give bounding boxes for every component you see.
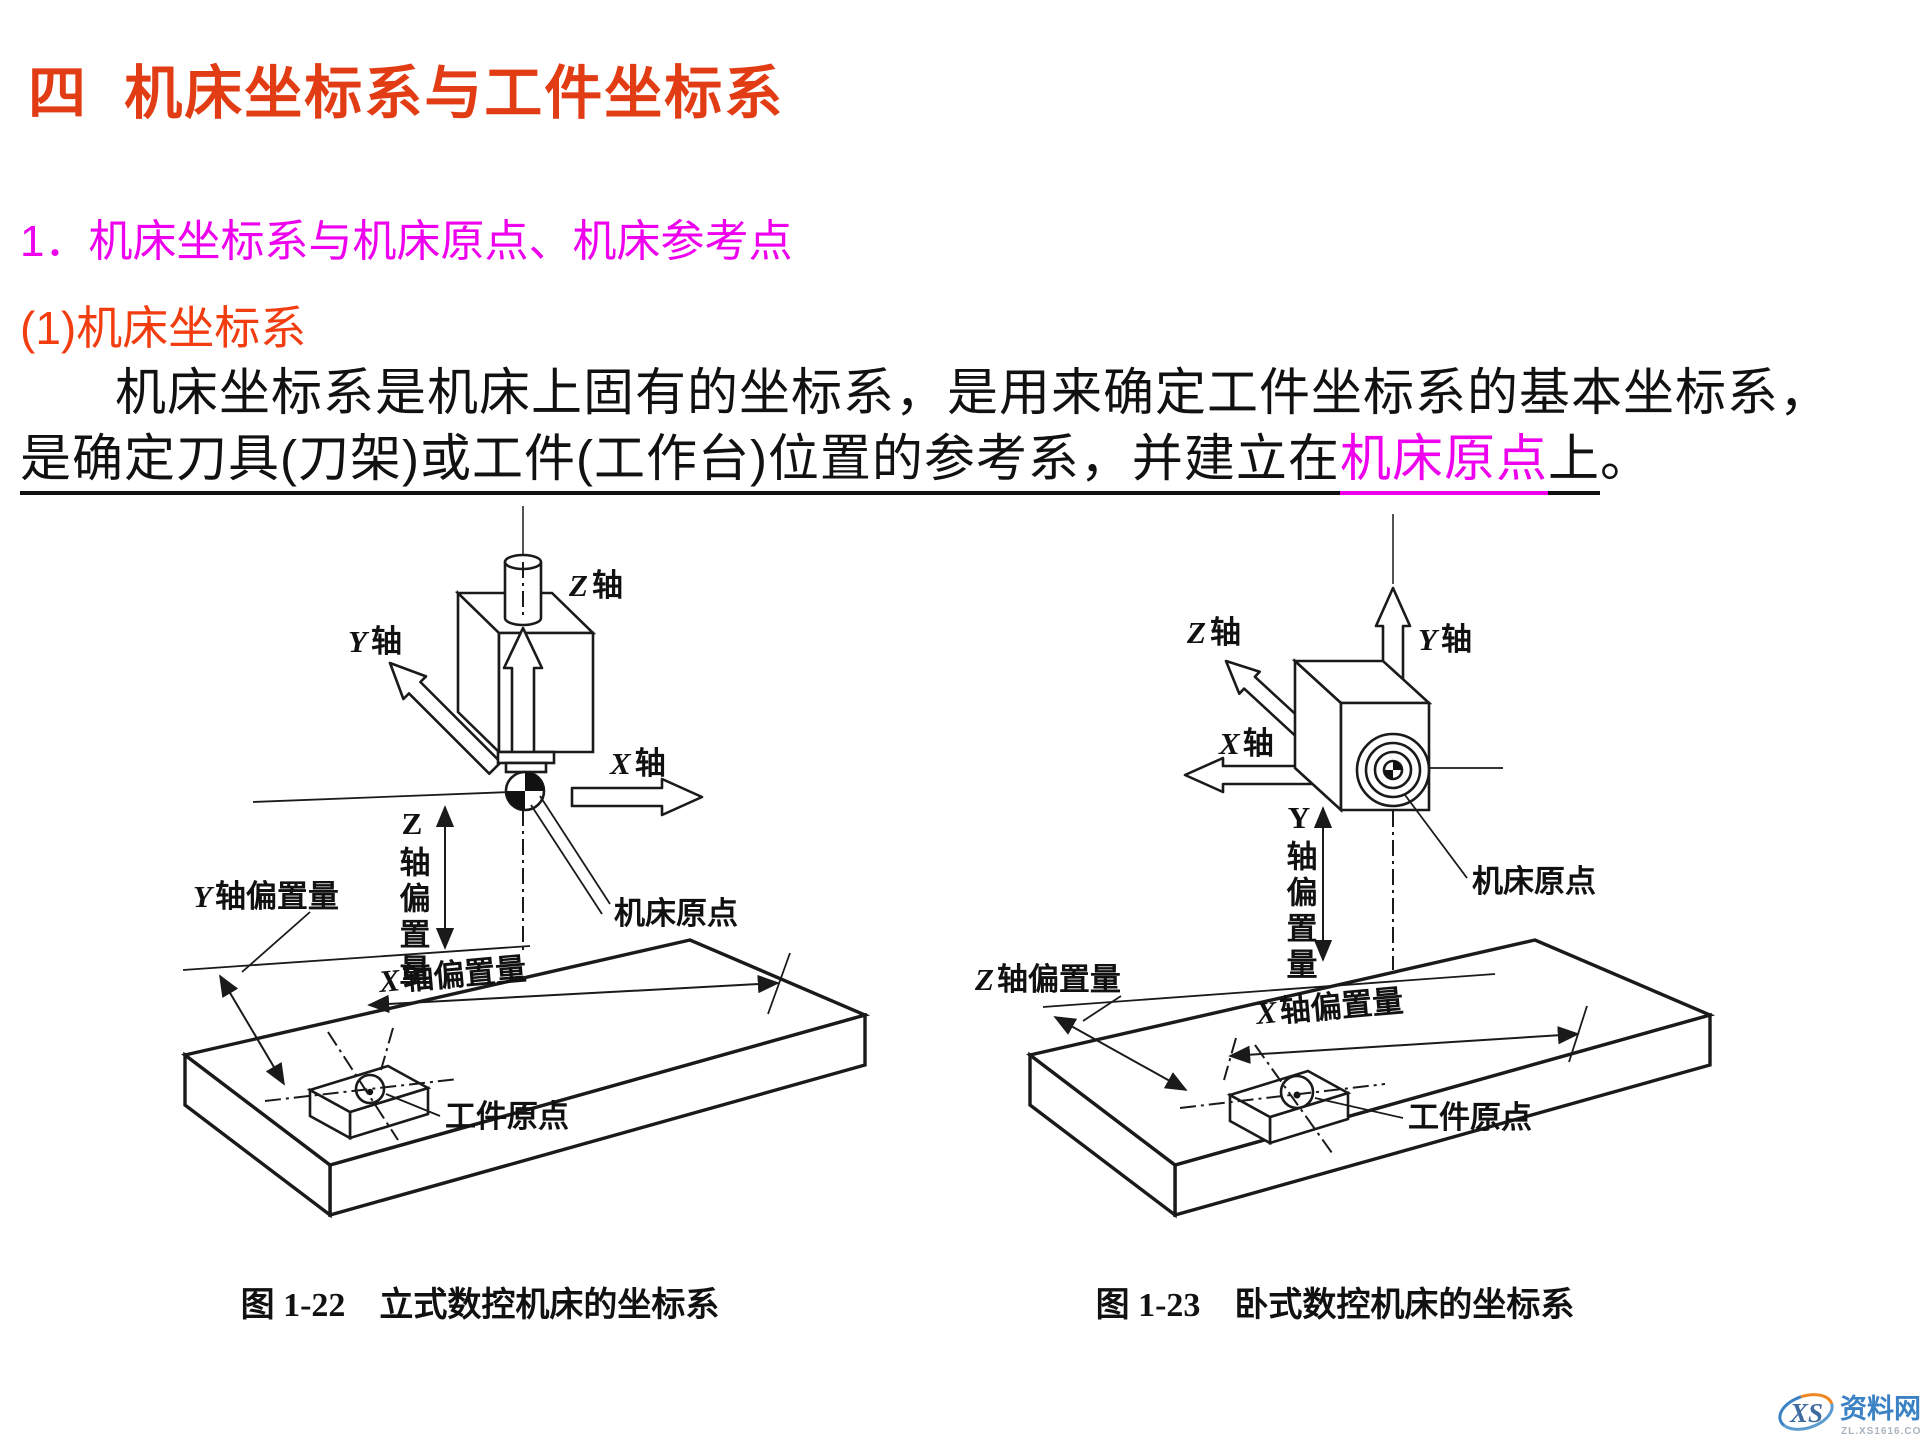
body-line-2: 是确定刀具(刀架)或工件(工作台)位置的参考系，并建立在机床原点上。 (20, 426, 1915, 495)
body-line-2-underlined: 是确定刀具(刀架)或工件(工作台)位置的参考系，并建立在 (20, 430, 1340, 495)
y-axis-arrow (388, 661, 503, 776)
x-offset-dimension (367, 974, 780, 1014)
x-axis-label: X轴 (1218, 726, 1274, 761)
machine-origin-link[interactable]: 机床原点 (1339, 430, 1548, 495)
body-line-2-period: 。 (1599, 430, 1652, 487)
machine-origin-label: 机床原点 (614, 896, 738, 931)
watermark-site-name: 资料网 (1840, 1394, 1920, 1424)
spindle-rings (1355, 732, 1431, 808)
body-line-1: 机床坐标系是机床上固有的坐标系，是用来确定工件坐标系的基本坐标系， (115, 364, 1832, 421)
y-offset-label: Y轴偏置量 (193, 879, 339, 914)
z-offset-label: Z轴偏置量 (974, 962, 1121, 997)
machine-head (388, 506, 704, 915)
body-paragraph: 机床坐标系是机床上固有的坐标系，是用来确定工件坐标系的基本坐标系， 是确定刀具(… (20, 360, 1915, 495)
page-title: 四 机床坐标系与工件坐标系 (28, 61, 785, 126)
subsection-heading: (1)机床坐标系 (20, 302, 307, 354)
machine-origin-label: 机床原点 (1472, 864, 1596, 899)
watermark-monogram: XS (1789, 1398, 1823, 1428)
work-origin-label: 工件原点 (445, 1099, 569, 1134)
watermark-logo: XS 资料网 ZL.XS1616.COM (1778, 1393, 1920, 1437)
body-line-2-tail: 上 (1547, 430, 1600, 495)
watermark-ellipse-icon (1778, 1393, 1834, 1431)
figure-caption: 图 1-22 立式数控机床的坐标系 (241, 1286, 720, 1324)
machine-head (1183, 514, 1503, 879)
section-heading: 1．机床坐标系与机床原点、机床参考点 (20, 217, 793, 266)
y-offset-dimension (219, 974, 285, 1086)
z-offset-dimension (1053, 1016, 1188, 1091)
x-offset-dimension (1228, 1026, 1580, 1064)
y-offset-label: Y轴偏置量 (1282, 800, 1318, 984)
z-offset-label: Z轴偏置量 (395, 806, 431, 990)
watermark: XS 资料网 ZL.XS1616.COM (1748, 1380, 1920, 1445)
x-axis-arrow (570, 777, 704, 817)
watermark-site-url: ZL.XS1616.COM (1841, 1426, 1920, 1437)
figure-caption: 图 1-23 卧式数控机床的坐标系 (1096, 1286, 1575, 1324)
dimension-lines (1042, 782, 1588, 1091)
dimension-lines (182, 791, 791, 1086)
machine-table (1026, 938, 1716, 1219)
work-origin-label: 工件原点 (1408, 1100, 1532, 1135)
workpiece (264, 1031, 459, 1141)
